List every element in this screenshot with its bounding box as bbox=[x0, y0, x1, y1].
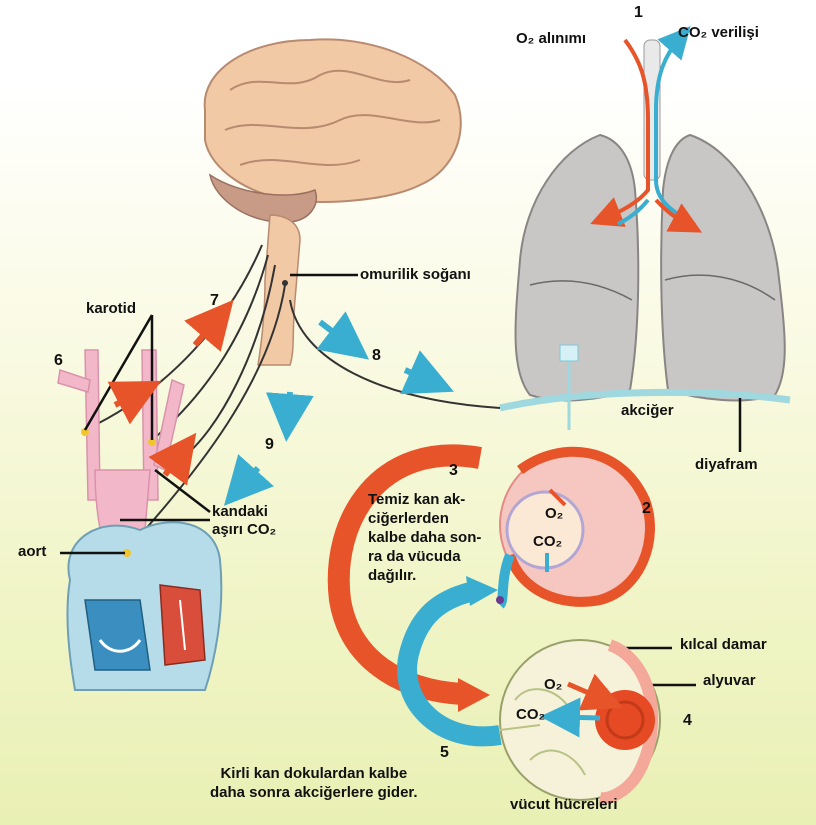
cell-co2-arrow bbox=[560, 717, 600, 718]
step-number-2: 2 bbox=[642, 500, 651, 518]
diaphragm-label: diyafram bbox=[695, 456, 758, 474]
step-number-6: 6 bbox=[54, 352, 63, 370]
step-number-1: 1 bbox=[634, 4, 643, 22]
lung-connector bbox=[560, 345, 578, 361]
step-number-4: 4 bbox=[683, 712, 692, 730]
body-cells-label: vücut hücreleri bbox=[510, 796, 618, 814]
cell-o2-label: O₂ bbox=[544, 676, 562, 694]
heart bbox=[68, 522, 222, 690]
medulla-label: omurilik soğanı bbox=[360, 266, 471, 284]
arrow-6 bbox=[115, 392, 140, 405]
arrow-8b bbox=[405, 370, 432, 382]
alveolus-co2-label: CO₂ bbox=[533, 533, 562, 551]
carotid-label: karotid bbox=[86, 300, 136, 318]
cell-co2-label: CO₂ bbox=[516, 706, 545, 724]
step-number-5: 5 bbox=[440, 744, 449, 762]
lungs bbox=[516, 40, 785, 400]
alveolus-o2-label: O₂ bbox=[545, 505, 563, 523]
brain bbox=[205, 39, 461, 222]
arrow-9a bbox=[288, 392, 290, 418]
step-number-9: 9 bbox=[265, 436, 274, 454]
deoxygenated-blood-arrow bbox=[407, 592, 500, 736]
step-number-7: 7 bbox=[210, 292, 219, 310]
red-cell-label: alyuvar bbox=[703, 672, 756, 690]
aorta-label: aort bbox=[18, 543, 46, 561]
brainstem bbox=[258, 215, 300, 365]
clean-blood-caption: Temiz kan ak- ciğerlerden kalbe daha son… bbox=[368, 490, 481, 585]
arrow-8a bbox=[320, 322, 350, 345]
dirty-blood-caption: Kirli kan dokulardan kalbe daha sonra ak… bbox=[210, 764, 418, 802]
alveolus bbox=[496, 450, 650, 605]
capillary-label: kılcal damar bbox=[680, 636, 767, 654]
excess-co2-label: kandaki aşırı CO₂ bbox=[212, 503, 276, 539]
step-number-8: 8 bbox=[372, 347, 381, 365]
o2-intake-label: O₂ alınımı bbox=[516, 30, 586, 48]
step-number-3: 3 bbox=[449, 462, 458, 480]
co2-release-label: CO₂ verilişi bbox=[678, 24, 759, 42]
lung-label: akciğer bbox=[621, 402, 674, 420]
arrow-9b bbox=[240, 468, 258, 488]
arrow-7 bbox=[195, 318, 218, 345]
